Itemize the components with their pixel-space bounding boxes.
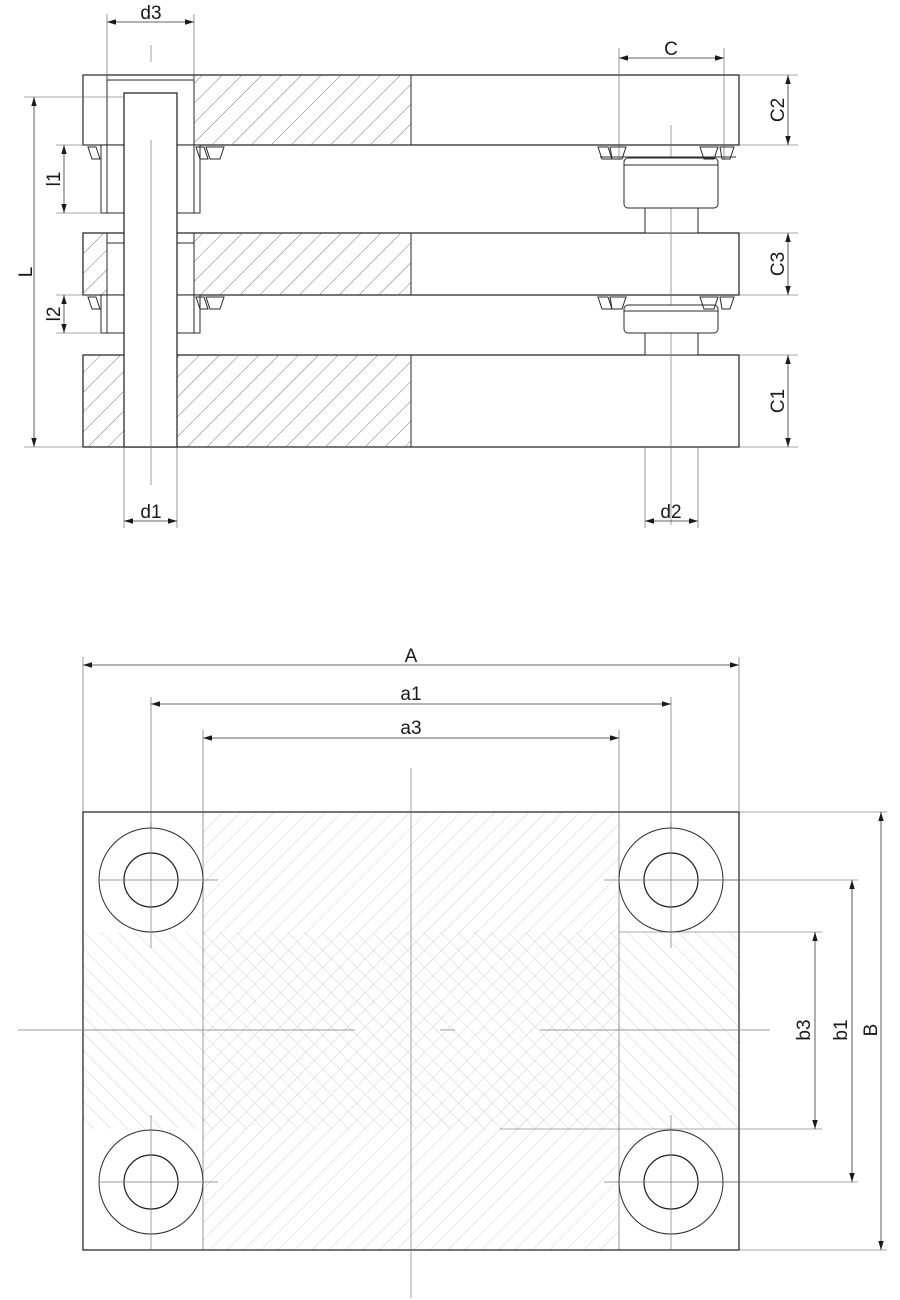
top-view-dimension-lines	[83, 662, 884, 1250]
label-A: A	[405, 646, 418, 667]
label-B: B	[861, 1024, 882, 1037]
label-d2: d2	[660, 502, 681, 523]
label-C: C	[664, 39, 678, 60]
left-retainers	[87, 146, 225, 310]
dimension-lines	[31, 19, 791, 524]
right-bushing-upper	[597, 146, 736, 209]
label-a3: a3	[400, 718, 421, 739]
left-guide-pillar	[123, 45, 178, 485]
label-l1: l1	[44, 172, 65, 187]
label-d3: d3	[140, 3, 161, 24]
right-guide-pillar	[644, 125, 699, 525]
bushing-bottom-left	[98, 1115, 218, 1250]
label-C3: C3	[768, 252, 789, 276]
top-view-extension-lines	[82, 657, 887, 1251]
label-d1: d1	[140, 502, 161, 523]
side-view: d3 C C2 C3 C1 L l1 l2 d1 d2	[16, 3, 798, 528]
label-C2: C2	[768, 98, 789, 122]
label-l2: l2	[44, 307, 65, 322]
label-b1: b1	[831, 1019, 852, 1040]
top-view-centerlines	[18, 768, 770, 1298]
bottom-plate	[82, 354, 740, 448]
label-L: L	[16, 267, 37, 278]
top-plate	[82, 74, 740, 146]
label-b3: b3	[794, 1019, 815, 1040]
top-view: A a1 a3 b3 b1 B	[18, 646, 887, 1298]
right-bushing-lower	[597, 296, 735, 334]
middle-plate	[82, 232, 740, 296]
label-C1: C1	[768, 389, 789, 413]
label-a1: a1	[400, 684, 421, 705]
